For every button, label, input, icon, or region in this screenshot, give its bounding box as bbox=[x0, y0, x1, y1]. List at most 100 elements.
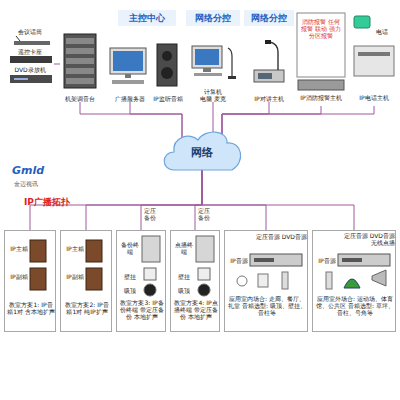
network-link bbox=[130, 102, 182, 151]
speaker-box bbox=[86, 268, 102, 290]
server-device: 广播服务器 bbox=[106, 32, 154, 102]
backup-terminal bbox=[142, 236, 160, 262]
phone-host bbox=[354, 46, 394, 76]
mixer-unit bbox=[66, 48, 94, 54]
mixer-unit bbox=[66, 58, 94, 64]
node-text: IP主箱 bbox=[63, 245, 87, 252]
mixer-device: 机架调音台 bbox=[60, 30, 100, 102]
stand bbox=[203, 68, 211, 72]
ip-source-unit bbox=[250, 254, 302, 266]
node-text: 教室方案4: IP点播终端 带定压备份 本地扩声 bbox=[173, 299, 219, 321]
dvd-display bbox=[14, 78, 28, 80]
node-text: 定压音源 DVD音源 bbox=[255, 233, 307, 240]
node-text: IP监听音箱 bbox=[153, 95, 182, 102]
node-text: IP对讲主机 bbox=[254, 95, 283, 102]
monitor bbox=[110, 48, 146, 74]
node-text: IP副箱 bbox=[7, 273, 31, 280]
group-header: 网络分控 bbox=[244, 10, 294, 26]
wall-speaker bbox=[198, 268, 210, 280]
screen bbox=[113, 51, 143, 71]
column-speaker bbox=[326, 272, 332, 289]
scheme-box: 点播终端壁挂吸顶教室方案4: IP点播终端 带定压备份 本地扩声 bbox=[170, 230, 220, 332]
unit-panel bbox=[254, 258, 274, 262]
mixer-unit bbox=[66, 38, 94, 44]
vod-terminal bbox=[196, 236, 214, 262]
alarm-panel bbox=[297, 13, 345, 77]
node-text: 应用室内场合: 走廊、餐厅、礼堂 音箱选型: 吸顶、壁挂、音柱等 bbox=[227, 295, 307, 317]
node-text: 备份终端 bbox=[119, 241, 141, 255]
scheme-box: 定压音源 DVD音源 无线点播 IP音源应用室外场合: 运动场、体育馆、公共区 音… bbox=[312, 230, 396, 332]
node-text: 吸顶 bbox=[173, 287, 195, 294]
node-text: IP电话主机 bbox=[350, 94, 398, 101]
node-text: 网络分控 bbox=[251, 13, 287, 24]
network-link bbox=[54, 64, 60, 65]
node-text: IP音源 bbox=[227, 257, 251, 264]
unit-panel bbox=[342, 258, 362, 262]
edge-label: 定压备份 bbox=[143, 208, 157, 222]
speaker-box bbox=[30, 240, 46, 262]
ceiling-speaker bbox=[198, 284, 210, 296]
driver bbox=[162, 51, 172, 61]
mixer-unit bbox=[66, 78, 94, 84]
driver bbox=[161, 67, 173, 79]
node-text: 定压音源 DVD音源 无线点播 bbox=[339, 232, 395, 246]
screen bbox=[195, 49, 219, 65]
wall-speaker bbox=[144, 268, 156, 280]
ceiling-speaker bbox=[237, 276, 247, 286]
alarm-unit bbox=[298, 80, 344, 90]
scheme-box: IP主箱IP副箱教室方案2: IP音箱1对 纯IP扩声 bbox=[60, 230, 112, 332]
ip-speaker bbox=[157, 44, 177, 86]
monitor bbox=[192, 46, 222, 68]
diagram-label: IP广播拓扑 bbox=[24, 196, 70, 209]
node-text: 机架调音台 bbox=[65, 95, 95, 102]
logo-text: Gmld bbox=[12, 164, 44, 177]
remote-deck bbox=[10, 56, 52, 63]
node-text: 计算机 bbox=[204, 88, 222, 95]
network-link bbox=[222, 106, 374, 151]
mic-base bbox=[14, 41, 50, 45]
gooseneck bbox=[270, 42, 278, 70]
speaker-device: IP监听音箱 bbox=[152, 32, 184, 102]
node-text: 教室方案2: IP音箱1对 纯IP扩声 bbox=[63, 301, 111, 315]
network-link bbox=[222, 106, 321, 151]
edge-label: 定压备份 bbox=[197, 208, 211, 222]
group-header: 网络分控 bbox=[186, 10, 240, 26]
network-cloud: 网络 bbox=[160, 126, 244, 176]
keyboard bbox=[112, 80, 144, 84]
phone-host-panel bbox=[358, 52, 390, 56]
node-text: 主控中心 bbox=[129, 13, 165, 24]
node-text: IP音源 bbox=[315, 257, 339, 264]
node-text: 吸顶 bbox=[119, 287, 141, 294]
node-text: 会议话筒 bbox=[6, 28, 54, 35]
mixer-unit bbox=[66, 68, 94, 74]
node-text: 电脑 麦克 bbox=[200, 95, 226, 102]
node-text: IP主箱 bbox=[7, 245, 31, 252]
node-text: DVD录放机 bbox=[6, 66, 54, 73]
keypad bbox=[258, 73, 272, 79]
node-text: 遥控卡座 bbox=[6, 48, 54, 55]
telephone bbox=[354, 16, 370, 28]
mic-base bbox=[228, 76, 236, 79]
ip-source-unit bbox=[338, 254, 390, 266]
node-text: 消防报警 任何报警 联动 强力分区报警 bbox=[300, 18, 342, 40]
node-text: 教室方案1: IP音箱1对 含本地扩声 bbox=[7, 301, 55, 315]
computer-device: 计算机电脑 麦克 bbox=[186, 32, 240, 102]
ceiling-speaker bbox=[144, 284, 156, 296]
equipment-stack: 会议话筒遥控卡座 DVD录放机 bbox=[6, 28, 54, 98]
pc-mic bbox=[228, 48, 232, 76]
horn-speaker bbox=[372, 270, 386, 286]
intercom-base bbox=[254, 70, 284, 82]
stand bbox=[125, 74, 131, 78]
scheme-box: 备份终端壁挂吸顶教室方案3: IP备份终端 带定压备份 本地扩声 bbox=[116, 230, 166, 332]
mixer-rack bbox=[64, 34, 96, 88]
node-text: 壁挂 bbox=[119, 273, 141, 280]
cloud-shape bbox=[164, 132, 240, 170]
scheme-box: 定压音源 DVD音源 IP音源应用室内场合: 走廊、餐厅、礼堂 音箱选型: 吸顶、… bbox=[224, 230, 308, 332]
node-text: 网络 bbox=[191, 146, 213, 159]
lawn-speaker bbox=[344, 279, 360, 288]
node-text: 应用室外场合: 运动场、体育馆、公共区 音箱选型: 草坪、音柱、号角等 bbox=[315, 295, 395, 317]
alarm-device: 消防报警 任何报警 联动 强力分区报警IP消防报警主机 bbox=[294, 10, 348, 106]
node-text: 电话 bbox=[372, 28, 392, 35]
speaker-box bbox=[86, 240, 102, 262]
